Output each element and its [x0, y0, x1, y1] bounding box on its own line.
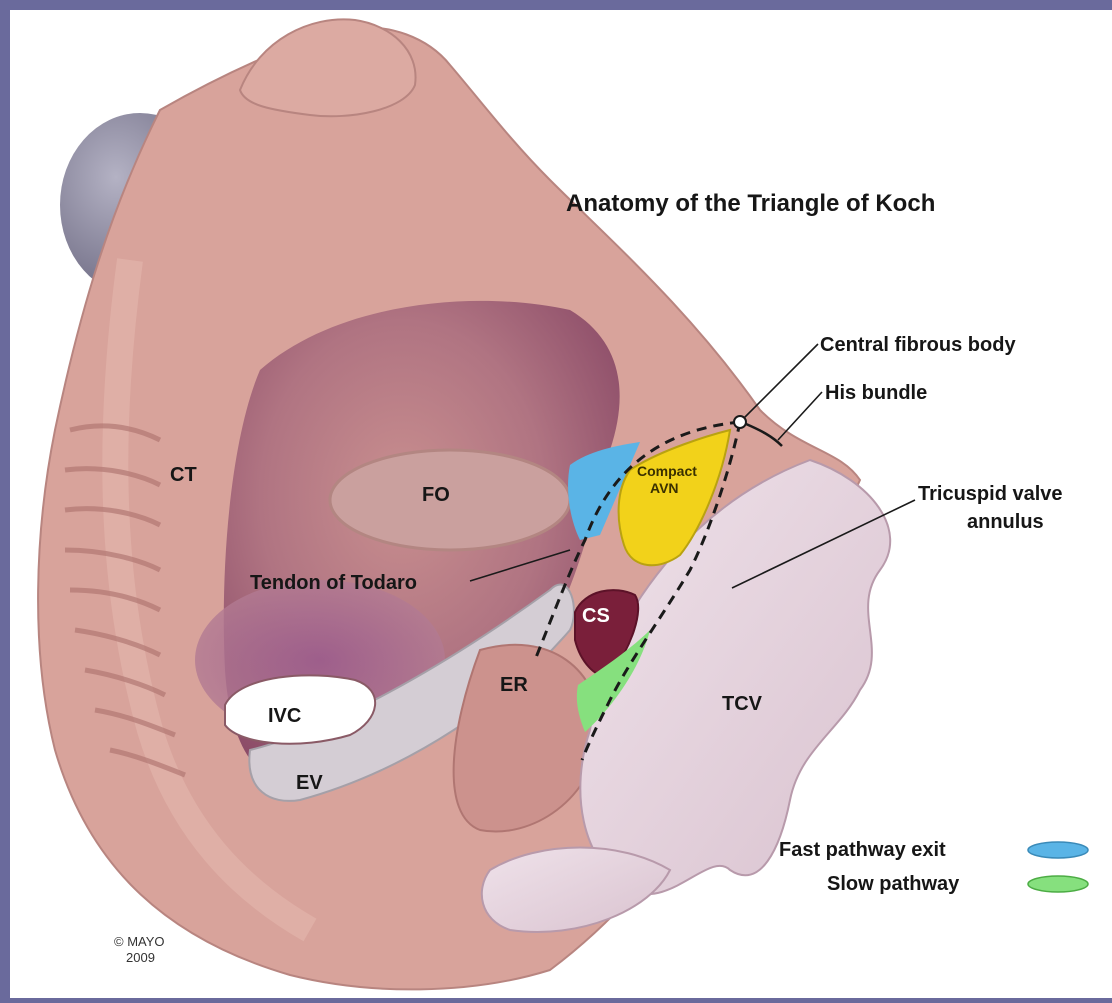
label-ct: CT — [170, 464, 197, 486]
label-tricuspid-line-1: Tricuspid valve — [918, 483, 1063, 505]
label-tendon-of-todaro: Tendon of Todaro — [250, 572, 417, 594]
legend: Fast pathway exit Slow pathway — [779, 839, 1088, 895]
copyright-line-2: 2009 — [126, 950, 155, 965]
legend-fast-swatch — [1028, 842, 1088, 858]
label-avn: AVN — [650, 480, 679, 496]
label-ivc: IVC — [268, 705, 301, 727]
label-ev: EV — [296, 772, 323, 794]
figure-panel: © MAYO 2009 Anatomy of the Triangle of K… — [10, 10, 1112, 998]
label-cs: CS — [582, 605, 610, 627]
label-tcv: TCV — [722, 693, 763, 715]
heart-diagram: © MAYO 2009 Anatomy of the Triangle of K… — [10, 10, 1112, 998]
copyright-line-1: © MAYO — [114, 934, 165, 949]
legend-slow-label: Slow pathway — [827, 873, 960, 895]
fossa-ovalis — [330, 450, 570, 550]
legend-fast-label: Fast pathway exit — [779, 839, 946, 861]
label-tricuspid-line-2: annulus — [967, 511, 1044, 533]
label-er: ER — [500, 674, 528, 696]
label-fo: FO — [422, 484, 450, 506]
lower-leaflet — [482, 848, 670, 932]
label-compact: Compact — [637, 463, 697, 479]
label-central-fibrous-body: Central fibrous body — [820, 334, 1016, 356]
legend-slow-swatch — [1028, 876, 1088, 892]
diagram-title: Anatomy of the Triangle of Koch — [566, 190, 935, 217]
appendage — [240, 19, 416, 116]
label-his-bundle: His bundle — [825, 382, 927, 404]
